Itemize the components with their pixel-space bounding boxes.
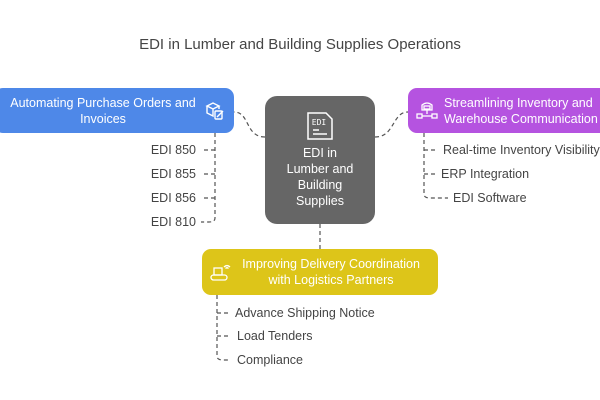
branch-label: Automating Purchase Orders and Invoices bbox=[2, 95, 204, 127]
conveyor-wifi-icon bbox=[210, 264, 231, 281]
branch-label-line: Streamlining Inventory and bbox=[444, 95, 593, 110]
item-edi-855: EDI 855 bbox=[150, 167, 196, 181]
edi-document-icon: EDI bbox=[307, 112, 333, 140]
edi-icon-text: EDI bbox=[312, 118, 327, 127]
center-label-line: Supplies bbox=[296, 194, 344, 208]
item-compliance: Compliance bbox=[237, 353, 304, 367]
connector-center-blue bbox=[233, 111, 266, 138]
center-label-line: EDI in bbox=[302, 146, 338, 160]
item-load-tenders: Load Tenders bbox=[237, 329, 313, 343]
item-edi-810: EDI 810 bbox=[150, 215, 196, 229]
connector-purple-items bbox=[423, 133, 448, 199]
item-erp-integration: ERP Integration bbox=[441, 167, 530, 181]
boxes-edit-icon bbox=[205, 101, 224, 120]
branch-label: Improving Delivery Coordination with Log… bbox=[232, 256, 430, 288]
item-edi-856: EDI 856 bbox=[150, 191, 196, 205]
connector-blue-items bbox=[201, 133, 216, 223]
item-inventory-visibility: Real-time Inventory Visibility bbox=[443, 143, 600, 157]
item-edi-850: EDI 850 bbox=[150, 143, 196, 157]
item-edi-software: EDI Software bbox=[453, 191, 527, 205]
connector-center-purple bbox=[374, 111, 409, 138]
branch-inventory-warehouse[interactable]: Streamlining Inventory and Warehouse Com… bbox=[408, 88, 600, 133]
branch-label-line: Improving Delivery Coordination bbox=[242, 257, 420, 271]
branch-label-line: with Logistics Partners bbox=[268, 273, 394, 287]
center-label-line: Building bbox=[297, 178, 343, 192]
connector-yellow-items bbox=[216, 295, 230, 361]
branch-purchase-orders[interactable]: Automating Purchase Orders and Invoices bbox=[0, 88, 234, 133]
center-label-line: Lumber and bbox=[286, 162, 354, 176]
center-label: EDI in Lumber and Building Supplies bbox=[287, 145, 354, 209]
diagram-title: EDI in Lumber and Building Supplies Oper… bbox=[139, 36, 461, 53]
branch-label-line: Automating Purchase Orders and bbox=[10, 95, 196, 110]
item-advance-shipping-notice: Advance Shipping Notice bbox=[235, 306, 375, 320]
branch-label: Streamlining Inventory and Warehouse Com… bbox=[438, 95, 600, 127]
warehouse-network-icon bbox=[416, 101, 438, 119]
branch-label-line: Invoices bbox=[80, 111, 126, 126]
branch-label-line: Warehouse Communication bbox=[444, 111, 598, 126]
branch-delivery-coordination[interactable]: Improving Delivery Coordination with Log… bbox=[202, 249, 438, 295]
center-node[interactable]: EDI EDI in Lumber and Building Supplies bbox=[265, 96, 375, 224]
